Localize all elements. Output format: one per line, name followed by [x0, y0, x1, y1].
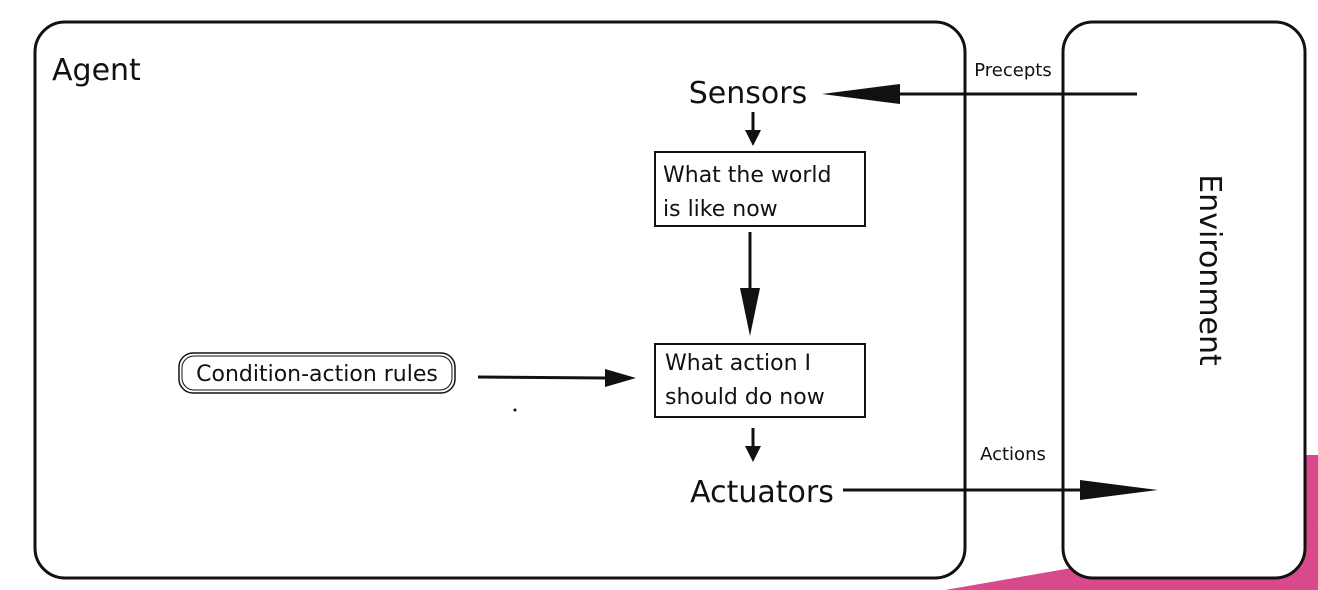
rules-box [178, 352, 456, 394]
precepts-label: Precepts [974, 60, 1051, 81]
action-choice-line2: should do now [665, 385, 825, 410]
rules-to-action-arrow-line [477, 375, 606, 380]
sensors-to-world-arrow-head [745, 130, 761, 146]
stray-dot [513, 408, 517, 412]
action-choice-box [654, 343, 866, 418]
sensors-label: Sensors [689, 76, 807, 111]
rules-label: Condition-action rules [196, 362, 438, 387]
action-to-actuators-arrow-head [745, 446, 761, 462]
environment-label: Environment [1192, 174, 1227, 366]
actions-arrow-head [1080, 480, 1158, 500]
world-to-action-arrow-head [740, 288, 760, 336]
actions-label: Actions [980, 444, 1046, 465]
world-state-line2: is like now [663, 197, 778, 222]
rules-to-action-arrow-head [605, 369, 636, 387]
rules-box-outline [181, 355, 453, 391]
precepts-arrow-head [822, 84, 900, 104]
agent-label: Agent [52, 53, 141, 88]
world-state-line1: What the world [663, 163, 831, 188]
world-state-box [654, 151, 866, 227]
environment-box [1061, 20, 1307, 580]
action-choice-line1: What action I [665, 351, 811, 376]
actuators-label: Actuators [690, 475, 834, 510]
